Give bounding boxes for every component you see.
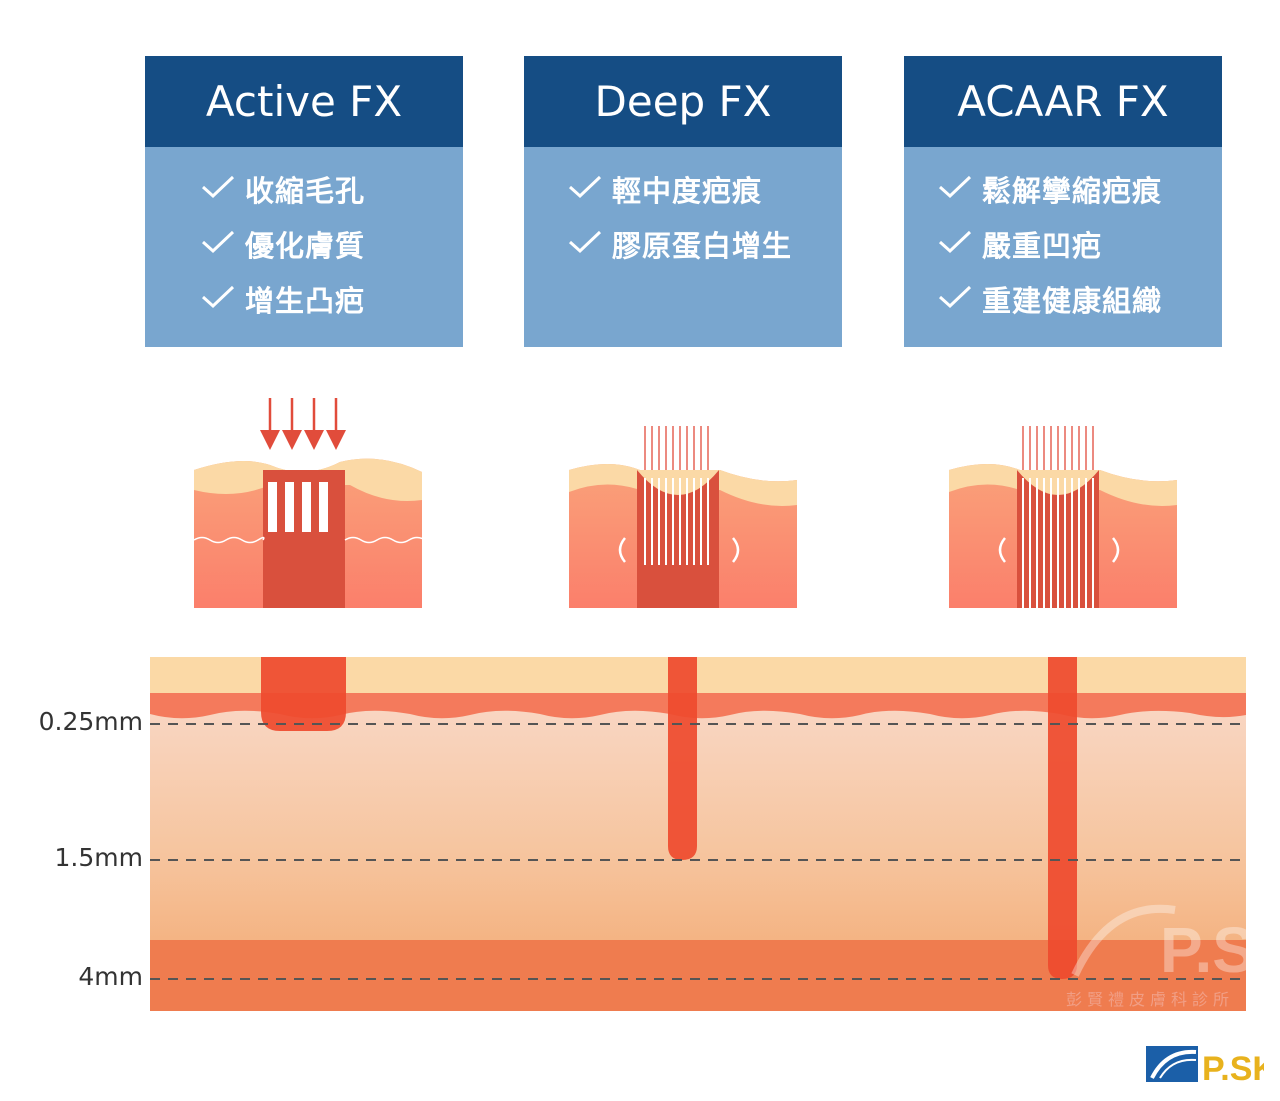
benefit-item: 鬆解攣縮疤痕 [938,168,1162,223]
card-acaar-fx: ACAAR FX 鬆解攣縮疤痕 嚴重凹疤 重建健康組織 [904,56,1222,347]
benefit-item: 嚴重凹疤 [938,223,1162,278]
benefit-label: 膠原蛋白增生 [612,229,793,263]
check-icon [568,175,602,199]
benefit-label: 增生凸疤 [245,284,366,318]
acaar-fx-illustration [949,464,1177,608]
benefit-list: 鬆解攣縮疤痕 嚴重凹疤 重建健康組織 [938,168,1162,333]
benefit-label: 嚴重凹疤 [982,229,1103,263]
active-fx-illustration [194,458,422,608]
benefit-item: 輕中度疤痕 [568,168,792,223]
benefit-list: 輕中度疤痕 膠原蛋白增生 [568,168,792,278]
card-title: Deep FX [524,56,842,147]
benefit-list: 收縮毛孔 優化膚質 增生凸疤 [201,168,365,333]
depth-label-1: 1.5mm [54,843,143,872]
benefit-label: 輕中度疤痕 [612,174,763,208]
pskin-logo: P.SKIN [1146,1046,1264,1086]
check-icon [201,175,235,199]
check-icon [938,285,972,309]
check-icon [938,175,972,199]
benefit-label: 鬆解攣縮疤痕 [982,174,1163,208]
card-title: ACAAR FX [904,56,1222,147]
depth-label-2: 4mm [78,962,143,991]
skin-cross-section [150,657,1246,1011]
benefit-item: 收縮毛孔 [201,168,365,223]
watermark-clinic-name: 彭賢禮皮膚科診所 [1066,990,1235,1009]
watermark-brand-text: P.SKIN [1160,914,1280,986]
benefit-label: 收縮毛孔 [245,174,366,208]
benefit-item: 增生凸疤 [201,278,365,333]
check-icon [568,230,602,254]
card-deep-fx: Deep FX 輕中度疤痕 膠原蛋白增生 [524,56,842,347]
benefit-item: 膠原蛋白增生 [568,223,792,278]
check-icon [938,230,972,254]
benefit-item: 重建健康組織 [938,278,1162,333]
benefit-label: 重建健康組織 [982,284,1163,318]
depth-label-0: 0.25mm [38,707,143,736]
laser-beams-deep [644,426,709,470]
deep-fx-illustration [569,464,797,608]
benefit-label: 優化膚質 [245,229,366,263]
laser-arrows [260,398,346,450]
benefit-item: 優化膚質 [201,223,365,278]
card-title: Active FX [145,56,463,147]
card-active-fx: Active FX 收縮毛孔 優化膚質 增生凸疤 [145,56,463,347]
watermark-logo: P.SKIN [1071,904,1280,986]
laser-beams-acaar [1022,426,1094,470]
check-icon [201,285,235,309]
check-icon [201,230,235,254]
logo-text: P.SKIN [1202,1050,1264,1086]
